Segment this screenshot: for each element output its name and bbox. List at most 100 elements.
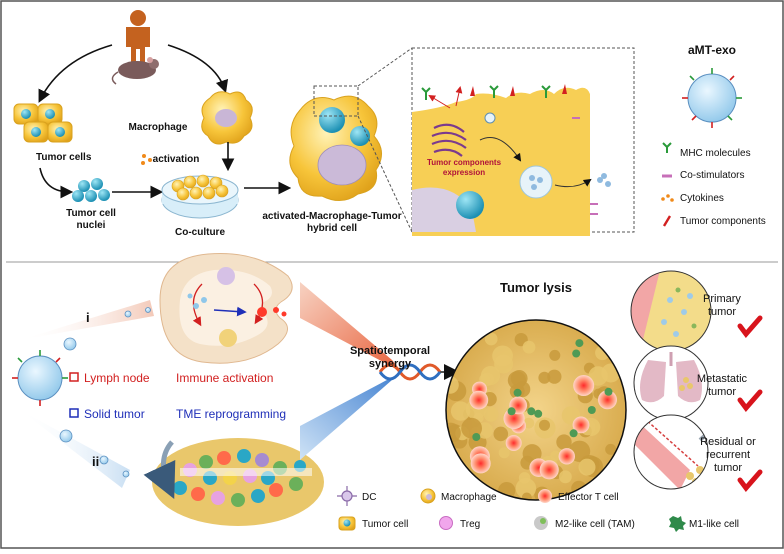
legend-bottom-item-0: DC: [362, 492, 376, 503]
macrophage-icon: [201, 91, 253, 145]
central-exosome: [12, 350, 68, 406]
lysis-m1-cell: [587, 406, 596, 414]
legend-top-item-0: MHC molecules: [680, 148, 751, 159]
effector-t-cell-icon: [538, 489, 552, 503]
lysis-effector-t-cell: [573, 375, 595, 396]
treg-icon: [439, 516, 453, 530]
lysis-m1-cell: [513, 388, 522, 397]
route-exosomes: [59, 307, 151, 478]
lysis-debris-cell: [539, 419, 550, 431]
lysis-effector-t-cell: [505, 435, 522, 451]
solid-tumor-box-icon: [69, 408, 79, 418]
label-residual-line2: recurrent: [706, 449, 750, 461]
activation-dots: [141, 154, 152, 165]
lysis-debris-cell: [523, 417, 535, 429]
inset-panel: [411, 47, 635, 236]
legend-bottom-item-1: Macrophage: [441, 492, 497, 503]
bottom-legend: DC Macrophage Effector T cell Tumor cell…: [337, 486, 739, 532]
legend-top-items: MHC molecules Co-stimulators Cytokines T…: [661, 142, 766, 227]
lysis-debris-cell: [547, 369, 562, 384]
label-co-culture: Co-culture: [175, 227, 225, 238]
amt-exo-icon: [682, 68, 742, 128]
lysis-debris-cell: [484, 332, 498, 346]
route-i-beam: [20, 300, 154, 340]
lysis-m1-cell: [569, 429, 578, 438]
lysis-debris-cell: [538, 371, 551, 384]
synergy-helix: [378, 363, 460, 381]
lysis-debris-cell: [450, 401, 471, 421]
lysis-debris-cell: [550, 450, 561, 461]
legend-bottom-item-6: M1-like cell: [689, 519, 739, 530]
label-primary-line1: Primary: [703, 293, 741, 305]
lysis-debris-cell: [588, 366, 608, 386]
legend-bottom-item-2: Effector T cell: [558, 492, 619, 503]
mouse-icon: [111, 57, 159, 85]
legend-bottom-item-5: M2-like cell (TAM): [555, 519, 635, 530]
funnel-tumor: [300, 372, 402, 460]
lysis-m1-cell: [527, 407, 536, 416]
lysis-debris-cell: [498, 447, 510, 459]
lysis-m1-cell: [472, 433, 481, 441]
lysis-debris-cell: [507, 371, 526, 390]
label-hybrid-line2: hybrid cell: [307, 223, 357, 234]
lysis-debris-cell: [549, 349, 561, 361]
lysis-debris-cell: [446, 422, 461, 444]
zoom-line-bottom: [357, 115, 413, 233]
tumor-nuclei-icon: [72, 178, 110, 202]
lysis-effector-t-cell: [572, 416, 590, 434]
check-icon-metastatic: [737, 389, 763, 412]
m2-like-cell-icon: [534, 516, 548, 530]
lysis-m1-cell: [572, 349, 581, 358]
funnel-lymph: [300, 282, 402, 372]
label-metastatic-line2: tumor: [708, 386, 736, 398]
label-macrophage: Macrophage: [129, 122, 188, 133]
lysis-m1-cell: [534, 409, 543, 418]
legend-title: aMT-exo: [688, 43, 736, 57]
legend-bottom-item-4: Treg: [460, 519, 480, 530]
lysis-effector-t-cell: [539, 460, 559, 480]
legend-bottom-item-3: Tumor cell: [362, 519, 408, 530]
label-inset-line2: expression: [443, 168, 485, 177]
label-route-ii: ii: [92, 454, 99, 469]
lysis-debris-cell: [494, 354, 514, 374]
check-icon-primary: [737, 315, 763, 338]
tumor-cells-cluster: [13, 103, 73, 143]
label-tme-reprogramming: TME reprogramming: [176, 407, 286, 421]
arrow-to-macrophage: [167, 44, 229, 94]
lysis-debris-cell: [605, 443, 617, 455]
legend-top-item-2: Cytokines: [680, 193, 724, 204]
person-icon: [126, 10, 150, 67]
label-hybrid-line1: activated-Macrophage-Tumor: [262, 211, 401, 222]
check-icon-residual: [737, 469, 763, 492]
route-ii-beam: [20, 410, 130, 488]
dc-icon: [337, 486, 357, 506]
label-nuclei-line1: Tumor cell: [66, 208, 116, 219]
label-activation: activation: [153, 154, 200, 165]
co-culture-dish: [161, 174, 239, 219]
label-inset-line1: Tumor components: [427, 158, 502, 167]
primary-tumor-panel: [630, 270, 712, 352]
label-residual-line3: tumor: [714, 462, 742, 474]
label-nuclei-line2: nuclei: [77, 220, 106, 231]
lysis-debris-cell: [521, 492, 532, 500]
label-tumor-cells: Tumor cells: [36, 152, 92, 163]
lysis-effector-t-cell: [469, 390, 489, 410]
lysis-debris-cell: [483, 406, 499, 422]
golgi-icon: [431, 123, 467, 157]
lysis-debris-cell: [522, 340, 536, 354]
solid-tumor-mass: [143, 438, 324, 526]
label-synergy-line1: Spatiotemporal: [350, 345, 430, 357]
label-synergy-line2: synergy: [369, 358, 412, 370]
tumor-cell-legend-icon: [338, 516, 356, 531]
macrophage-legend-icon: [420, 488, 436, 504]
residual-tumor-panel: [633, 414, 709, 490]
legend-top-item-3: Tumor components: [680, 216, 766, 227]
label-metastatic-line1: Metastatic: [697, 373, 748, 385]
label-tumor-lysis: Tumor lysis: [500, 280, 572, 295]
tumor-component-icon: [662, 215, 672, 227]
tumor-lysis-circle: [445, 319, 627, 501]
lysis-debris-cell: [559, 470, 572, 484]
lysis-debris-cell: [578, 458, 596, 476]
m1-like-cell-icon: [669, 516, 686, 532]
